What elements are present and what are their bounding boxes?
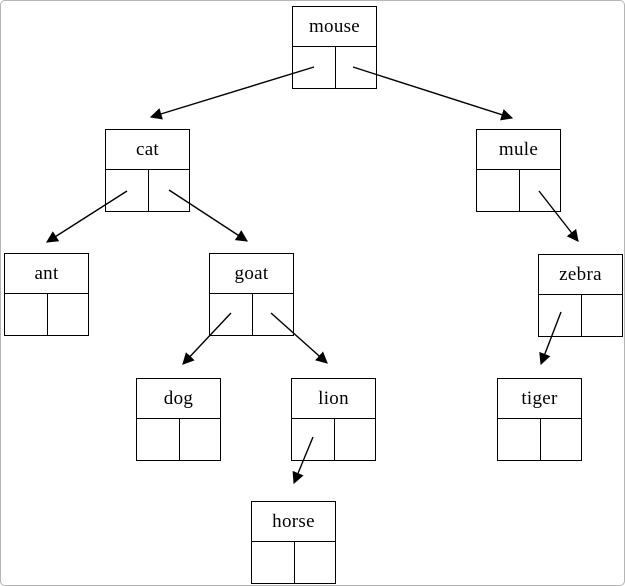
node-label: ant	[5, 254, 88, 294]
pointer-cells	[498, 419, 581, 460]
node-label: zebra	[539, 255, 622, 295]
right-pointer-cell	[147, 170, 190, 211]
tree-node-mule: mule	[476, 129, 561, 212]
right-pointer-cell	[518, 170, 561, 211]
tree-node-mouse: mouse	[292, 6, 377, 89]
left-pointer-cell	[292, 419, 334, 460]
left-pointer-cell	[210, 294, 252, 335]
right-pointer-cell	[46, 294, 89, 335]
pointer-cells	[292, 419, 375, 460]
right-pointer-cell	[580, 295, 623, 336]
node-label: mule	[477, 130, 560, 170]
right-pointer-cell	[178, 419, 221, 460]
left-pointer-cell	[293, 47, 335, 88]
tree-node-tiger: tiger	[497, 378, 582, 461]
left-pointer-cell	[252, 542, 294, 583]
tree-node-cat: cat	[105, 129, 190, 212]
left-pointer-cell	[137, 419, 179, 460]
node-label: goat	[210, 254, 293, 294]
left-pointer-cell	[498, 419, 540, 460]
node-label: dog	[137, 379, 220, 419]
edge-mouse-cat	[149, 66, 315, 120]
right-pointer-cell	[251, 294, 294, 335]
pointer-cells	[5, 294, 88, 335]
node-label: horse	[252, 502, 335, 542]
right-pointer-cell	[334, 47, 377, 88]
tree-node-lion: lion	[291, 378, 376, 461]
tree-node-zebra: zebra	[538, 254, 623, 337]
tree-node-goat: goat	[209, 253, 294, 336]
left-pointer-cell	[5, 294, 47, 335]
pointer-cells	[293, 47, 376, 88]
right-pointer-cell	[539, 419, 582, 460]
left-pointer-cell	[539, 295, 581, 336]
tree-node-horse: horse	[251, 501, 336, 584]
pointer-cells	[106, 170, 189, 211]
node-label: cat	[106, 130, 189, 170]
pointer-cells	[137, 419, 220, 460]
left-pointer-cell	[106, 170, 148, 211]
right-pointer-cell	[333, 419, 376, 460]
node-label: tiger	[498, 379, 581, 419]
pointer-cells	[539, 295, 622, 336]
node-label: lion	[292, 379, 375, 419]
tree-node-dog: dog	[136, 378, 221, 461]
tree-node-ant: ant	[4, 253, 89, 336]
left-pointer-cell	[477, 170, 519, 211]
pointer-cells	[477, 170, 560, 211]
node-label: mouse	[293, 7, 376, 47]
pointer-cells	[252, 542, 335, 583]
pointer-cells	[210, 294, 293, 335]
right-pointer-cell	[293, 542, 336, 583]
